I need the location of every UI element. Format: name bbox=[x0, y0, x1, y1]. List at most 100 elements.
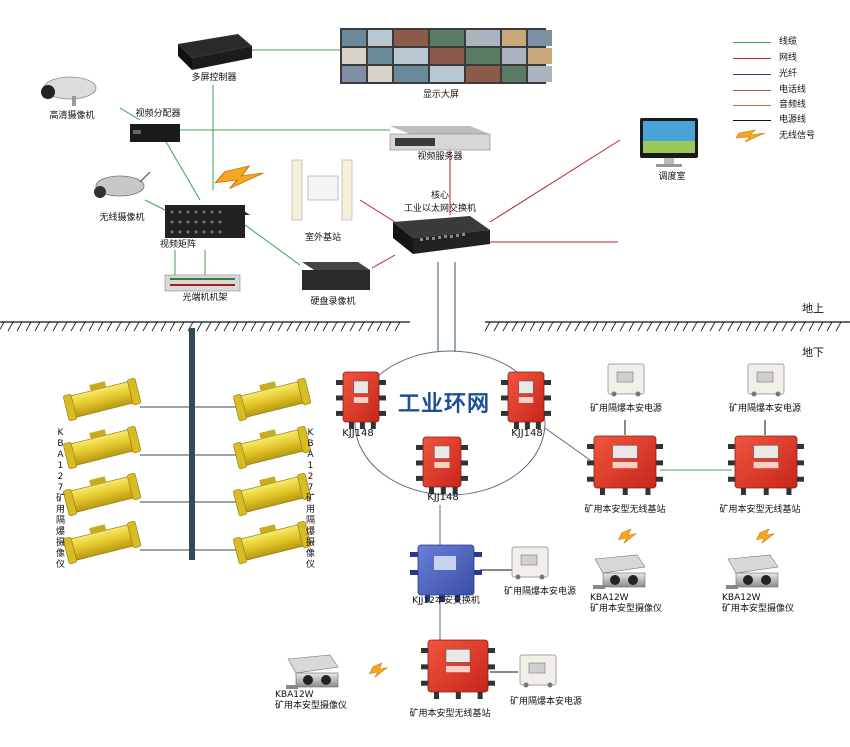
video-wall-screen bbox=[466, 30, 500, 46]
video-wall-screen bbox=[394, 66, 428, 82]
legend-item-phone: 电话线 bbox=[733, 84, 843, 96]
video-wall-screen bbox=[394, 30, 428, 46]
psu-1-label: 矿用隔爆本安电源 bbox=[589, 404, 663, 414]
industrial-ring bbox=[354, 350, 546, 496]
kjj148-switch-devices bbox=[336, 371, 804, 699]
kba127-camera bbox=[233, 521, 312, 564]
fiber-trunk bbox=[437, 262, 456, 352]
kba127-camera-devices bbox=[63, 378, 312, 564]
multi-screen-controller-device bbox=[178, 34, 252, 70]
video-splitter-device bbox=[130, 124, 180, 142]
video-wall-screen bbox=[502, 30, 526, 46]
video-wall-screen bbox=[342, 66, 366, 82]
video-server-device bbox=[389, 126, 491, 151]
dispatch-room-device bbox=[640, 118, 698, 167]
base-station-1-label: 矿用本安型无线基站 bbox=[584, 505, 666, 515]
kjj148-left bbox=[336, 371, 386, 429]
kba12w-2-model: KBA12W bbox=[722, 593, 761, 603]
intrinsically-safe-psu bbox=[747, 363, 785, 397]
video-matrix-device bbox=[165, 205, 250, 238]
legend-label: 线缆 bbox=[779, 37, 798, 47]
base-station-2-label: 矿用本安型无线基站 bbox=[719, 505, 801, 515]
wireless-signal-icons bbox=[214, 165, 775, 678]
core-switch-label-line2: 工业以太网交换机 bbox=[403, 204, 477, 214]
wireless-camera-device bbox=[94, 171, 151, 198]
video-wall-screen bbox=[430, 30, 464, 46]
kba12w-camera-devices bbox=[286, 554, 779, 689]
kba127-camera bbox=[233, 473, 312, 516]
video-wall-screen bbox=[466, 48, 500, 64]
kba12w-1-name: 矿用本安型摄像仪 bbox=[590, 604, 663, 614]
surface-cables bbox=[119, 49, 621, 278]
above-ground-label: 地上 bbox=[802, 302, 824, 315]
video-wall-screen bbox=[502, 66, 526, 82]
legend-label: 无线信号 bbox=[779, 131, 816, 141]
wireless-base-station-2 bbox=[728, 435, 804, 495]
legend-item-wireless: 无线信号 bbox=[733, 129, 843, 143]
psu-4-label: 矿用隔爆本安电源 bbox=[509, 697, 583, 707]
video-wall-screen bbox=[368, 66, 392, 82]
video-wall-screen bbox=[466, 66, 500, 82]
legend-item-cable: 线缆 bbox=[733, 36, 843, 48]
video-wall-screen bbox=[430, 48, 464, 64]
legend-swatch bbox=[733, 120, 771, 121]
camera-bus bbox=[140, 328, 240, 560]
ring-network-title: 工业环网 bbox=[398, 392, 491, 417]
kba127-left-label: KBA127矿用隔爆摄像仪 bbox=[55, 428, 65, 570]
legend-label: 光纤 bbox=[779, 69, 798, 79]
video-wall-screen bbox=[528, 30, 552, 46]
legend-item-network: 网线 bbox=[733, 52, 843, 64]
psu-devices bbox=[511, 363, 785, 688]
kba127-camera bbox=[63, 521, 142, 564]
kjj148-right-label: KJJ148 bbox=[511, 428, 543, 439]
psu-2-label: 矿用隔爆本安电源 bbox=[728, 404, 802, 414]
intrinsically-safe-psu bbox=[519, 654, 557, 688]
kjj148-bottom bbox=[416, 436, 468, 494]
video-wall-label: 显示大屏 bbox=[422, 90, 460, 100]
kba127-camera bbox=[63, 378, 142, 421]
legend-swatch bbox=[733, 90, 771, 91]
video-wall-screen bbox=[430, 66, 464, 82]
video-wall-screen bbox=[394, 48, 428, 64]
wireless-base-station-1 bbox=[587, 435, 663, 495]
wireless-camera-label: 无线摄像机 bbox=[99, 213, 145, 223]
wireless-base-station-3 bbox=[421, 639, 495, 699]
outdoor-base-station-device bbox=[291, 159, 353, 221]
legend-label: 电源线 bbox=[779, 115, 807, 125]
kba127-camera bbox=[63, 426, 142, 469]
kba12w-camera bbox=[286, 654, 339, 689]
video-matrix-label: 视频矩阵 bbox=[159, 240, 197, 250]
legend-swatch bbox=[733, 42, 771, 43]
lightning-icon bbox=[735, 129, 766, 143]
fiber-rack-device bbox=[164, 274, 241, 292]
intrinsically-safe-psu bbox=[511, 546, 549, 580]
video-server-label: 视频服务器 bbox=[417, 152, 463, 162]
kba12w-3-name: 矿用本安型摄像仪 bbox=[275, 701, 348, 711]
legend-item-fiber: 光纤 bbox=[733, 68, 843, 80]
fiber-rack-label: 光端机机架 bbox=[182, 293, 228, 303]
kjj148-right bbox=[501, 371, 551, 429]
hd-camera-label: 高清摄像机 bbox=[49, 111, 95, 121]
kba12w-1-model: KBA12W bbox=[590, 593, 629, 603]
video-wall-screen bbox=[368, 48, 392, 64]
legend-item-power: 电源线 bbox=[733, 114, 843, 126]
kba127-camera bbox=[233, 426, 312, 469]
video-wall-screen bbox=[502, 48, 526, 64]
dispatch-room-label: 调度室 bbox=[658, 172, 686, 182]
video-wall-screen bbox=[368, 30, 392, 46]
outdoor-base-station-label: 室外基站 bbox=[304, 233, 342, 243]
kjj148-bottom-label: KJJ148 bbox=[427, 492, 459, 503]
base-station-3-label: 矿用本安型无线基站 bbox=[409, 709, 491, 719]
kba127-camera bbox=[63, 473, 142, 516]
video-wall-screen bbox=[342, 48, 366, 64]
kba127-camera bbox=[233, 378, 312, 421]
kjj12-switch-device bbox=[410, 544, 482, 602]
underground-links bbox=[439, 420, 766, 673]
kba12w-camera bbox=[593, 554, 646, 589]
legend-label: 音频线 bbox=[779, 100, 807, 110]
video-wall-screen bbox=[342, 30, 366, 46]
video-splitter-label: 视频分配器 bbox=[135, 109, 181, 119]
kjj12-label: KJJ12本安交换机 bbox=[412, 596, 480, 606]
below-ground-label: 地下 bbox=[802, 346, 824, 359]
